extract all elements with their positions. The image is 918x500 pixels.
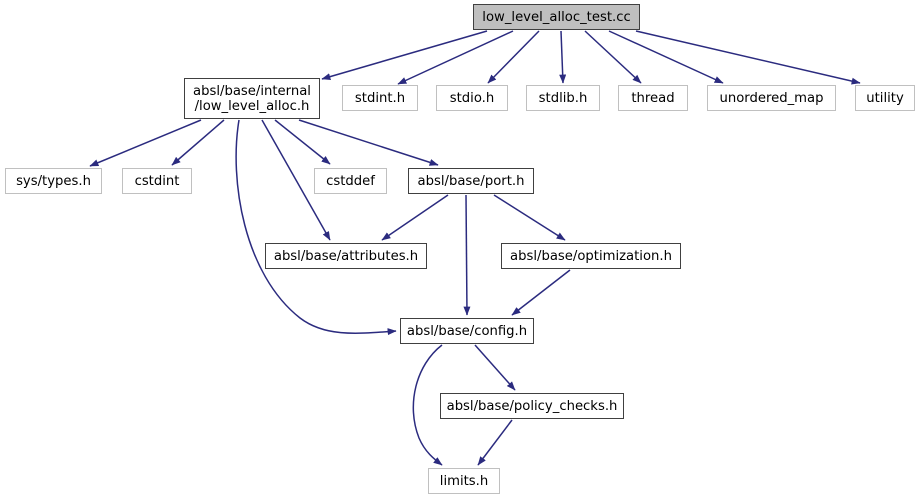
edge-root-to-low_level_alloc xyxy=(321,30,488,81)
node-utility[interactable]: utility xyxy=(855,85,915,111)
node-low-level-alloc-test-cc[interactable]: low_level_alloc_test.cc xyxy=(473,4,640,30)
edge-low_level_alloc-to-cstddef xyxy=(274,119,331,165)
node-label: absl/base/port.h xyxy=(417,173,525,189)
node-label: stdio.h xyxy=(449,90,495,106)
node-label: utility xyxy=(866,90,904,106)
edge-optimization-to-config xyxy=(511,269,571,316)
edge-root-to-stdint xyxy=(397,30,514,85)
node-label: absl/base/internal /low_level_alloc.h xyxy=(193,83,311,114)
edge-config-to-policy_checks xyxy=(474,344,516,391)
node-unordered-map[interactable]: unordered_map xyxy=(707,85,836,111)
node-cstdint[interactable]: cstdint xyxy=(122,168,192,194)
node-label: absl/base/policy_checks.h xyxy=(446,398,618,414)
node-label: cstdint xyxy=(134,173,180,189)
edge-config-to-limits xyxy=(412,344,443,466)
node-absl-base-internal-low-level-alloc-h[interactable]: absl/base/internal /low_level_alloc.h xyxy=(184,78,320,119)
edge-low_level_alloc-to-cstdint xyxy=(171,119,225,166)
node-label: absl/base/config.h xyxy=(406,323,528,339)
edge-policy_checks-to-limits xyxy=(477,419,513,466)
node-label: stdint.h xyxy=(354,90,406,106)
node-limits-h[interactable]: limits.h xyxy=(428,468,500,494)
node-absl-base-attributes-h[interactable]: absl/base/attributes.h xyxy=(265,243,427,269)
node-label: thread xyxy=(631,90,675,106)
edge-low_level_alloc-to-port xyxy=(298,119,439,166)
node-label: stdlib.h xyxy=(538,90,588,106)
edge-port-to-optimization xyxy=(493,194,566,241)
node-absl-base-optimization-h[interactable]: absl/base/optimization.h xyxy=(501,243,681,269)
node-cstddef[interactable]: cstddef xyxy=(314,168,387,194)
edge-low_level_alloc-to-config xyxy=(235,119,397,336)
node-absl-base-policy-checks-h[interactable]: absl/base/policy_checks.h xyxy=(440,393,624,419)
edge-root-to-unordered_map xyxy=(608,30,724,84)
edge-low_level_alloc-to-sys_types xyxy=(89,119,202,167)
node-stdio-h[interactable]: stdio.h xyxy=(436,85,508,111)
edge-port-to-attributes xyxy=(381,194,449,241)
node-label: sys/types.h xyxy=(16,173,91,189)
node-absl-base-config-h[interactable]: absl/base/config.h xyxy=(400,318,534,344)
edge-root-to-utility xyxy=(635,30,861,85)
edge-root-to-stdio xyxy=(487,30,540,84)
node-label: cstddef xyxy=(326,173,375,189)
node-stdlib-h[interactable]: stdlib.h xyxy=(526,85,600,111)
edge-root-to-stdlib xyxy=(559,30,567,84)
node-label: absl/base/optimization.h xyxy=(510,248,672,264)
edge-root-to-thread xyxy=(584,30,642,84)
node-label: absl/base/attributes.h xyxy=(273,248,419,264)
node-label: low_level_alloc_test.cc xyxy=(482,9,631,25)
node-stdint-h[interactable]: stdint.h xyxy=(342,85,418,111)
node-label: unordered_map xyxy=(719,90,824,106)
edge-port-to-config xyxy=(463,194,471,316)
node-label: limits.h xyxy=(439,473,489,489)
node-sys-types-h[interactable]: sys/types.h xyxy=(5,168,102,194)
node-absl-base-port-h[interactable]: absl/base/port.h xyxy=(408,168,534,194)
node-thread[interactable]: thread xyxy=(618,85,688,111)
